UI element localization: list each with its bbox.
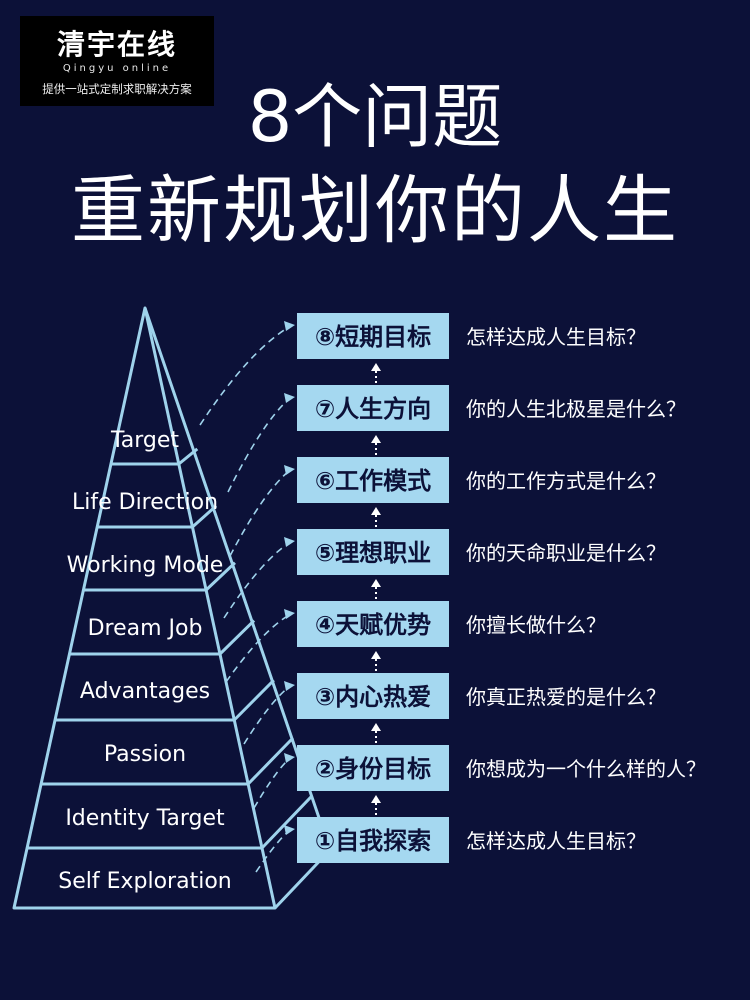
step-question: 你的工作方式是什么？	[466, 469, 666, 493]
step-box	[297, 817, 449, 863]
arrow-head-icon	[371, 795, 381, 803]
step-label: ⑤理想职业	[315, 539, 431, 567]
curved-connector	[225, 614, 290, 683]
pyramid-side-divider	[247, 736, 295, 786]
arrow-head-icon	[284, 825, 295, 835]
arrow-head-icon	[371, 363, 381, 371]
pyramid-level-label: Life Direction	[72, 490, 218, 515]
step-box	[297, 601, 449, 647]
step-box	[297, 457, 449, 503]
step-label: ④天赋优势	[315, 611, 431, 639]
curved-connector	[199, 326, 290, 426]
arrow-head-icon	[371, 651, 381, 659]
pyramid-side-divider	[260, 794, 314, 850]
step-boxes: ⑧短期目标 ⑦人生方向 ⑥工作模式 ⑤理想职业 ④天赋优势 ③内心热爱 ②身份目标 ①自我探索	[297, 313, 449, 863]
pyramid-side-divider	[218, 619, 256, 656]
step-label: ⑥工作模式	[315, 467, 431, 495]
pyramid-side-divider	[233, 679, 275, 722]
step-question: 你真正热爱的是什么？	[466, 685, 666, 709]
step-label: ⑦人生方向	[315, 395, 431, 423]
pyramid-level-label: Self Exploration	[58, 869, 231, 894]
arrow-head-icon	[371, 507, 381, 515]
step-question: 你的天命职业是什么？	[466, 541, 666, 565]
arrow-head-icon	[371, 435, 381, 443]
pyramid-side-divider	[191, 504, 218, 529]
pyramid-level-label: Advantages	[80, 679, 210, 704]
pyramid-side-divider	[177, 447, 199, 466]
curved-connector	[227, 398, 290, 493]
arrow-head-icon	[284, 321, 295, 331]
curved-connector	[253, 758, 290, 809]
step-question: 你擅长做什么？	[466, 613, 606, 637]
step-box	[297, 745, 449, 791]
pyramid-level-label: Working Mode	[67, 553, 224, 578]
pyramid-side-divider	[205, 561, 236, 592]
step-question: 怎样达成人生目标？	[466, 829, 646, 853]
pyramid-level-label: Target	[110, 428, 179, 453]
title-line-1: 8个问题	[247, 76, 503, 158]
step-box	[297, 313, 449, 359]
logo-name-cn: 清宇在线	[56, 28, 177, 61]
step-box	[297, 385, 449, 431]
arrow-head-icon	[284, 753, 295, 763]
arrow-head-icon	[284, 609, 295, 619]
step-question: 怎样达成人生目标？	[466, 325, 646, 349]
brand-logo: 清宇在线 Qingyu online 提供一站式定制求职解决方案	[20, 16, 214, 106]
curved-connector	[229, 470, 290, 557]
step-box	[297, 529, 449, 575]
arrow-head-icon	[371, 723, 381, 731]
logo-slogan: 提供一站式定制求职解决方案	[42, 82, 192, 96]
pyramid-front-face	[12, 306, 277, 910]
arrow-head-icon	[284, 537, 295, 547]
step-label: ③内心热爱	[315, 683, 431, 711]
arrow-head-icon	[284, 681, 295, 691]
connector-arrows	[199, 321, 381, 873]
step-question: 你的人生北极星是什么？	[466, 397, 686, 421]
step-question: 你想成为一个什么样的人？	[466, 757, 706, 781]
curved-connector	[223, 542, 290, 619]
logo-name-en: Qingyu online	[62, 63, 172, 74]
curved-connector	[243, 686, 290, 745]
questions: 怎样达成人生目标？ 你的人生北极星是什么？ 你的工作方式是什么？ 你的天命职业是什么？…	[466, 325, 706, 853]
arrow-head-icon	[371, 579, 381, 587]
step-label: ⑧短期目标	[315, 323, 431, 351]
step-box	[297, 673, 449, 719]
arrow-head-icon	[284, 465, 295, 475]
arrow-head-icon	[284, 393, 295, 403]
step-label: ①自我探索	[315, 827, 431, 855]
pyramid-level-label: Identity Target	[65, 806, 225, 831]
title-line-2: 重新规划你的人生	[71, 168, 679, 254]
step-label: ②身份目标	[315, 755, 431, 783]
pyramid-level-label: Dream Job	[88, 616, 203, 641]
pyramid-level-label: Passion	[104, 742, 186, 767]
